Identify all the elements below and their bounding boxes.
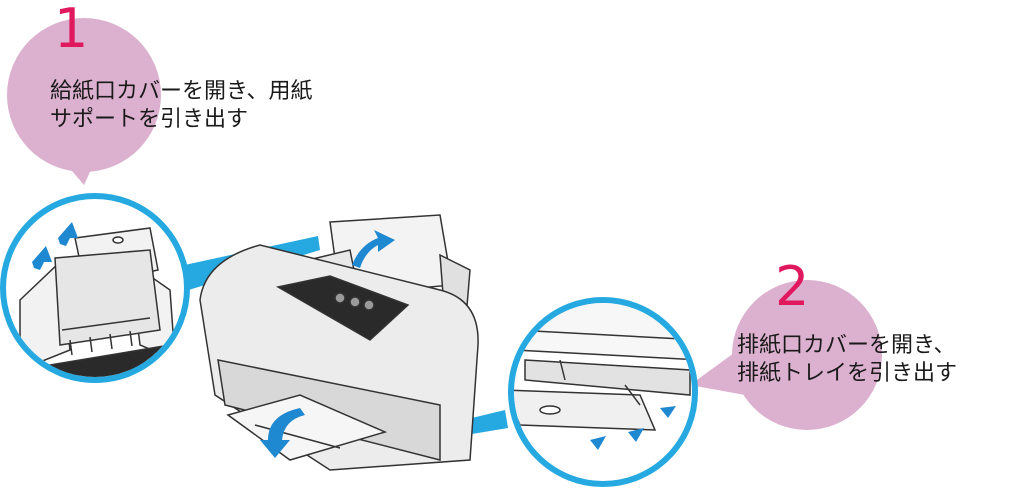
step2-number: 2 (775, 255, 810, 318)
step1-number: 1 (54, 0, 89, 60)
right-zoom-output-tray (508, 297, 698, 487)
step2-instruction: 排紙口カバーを開き、 排紙トレイを引き出す (737, 332, 957, 388)
pull-arrow-icon (590, 436, 606, 450)
step2-line2: 排紙トレイを引き出す (737, 361, 958, 386)
step2-line1: 排紙口カバーを開き、 (737, 333, 956, 358)
open-tray-arrow-icon (260, 408, 305, 458)
pull-arrow-icon (628, 428, 644, 442)
up-arrow-icon (32, 246, 52, 270)
printer-control-panel (275, 275, 410, 341)
up-arrow-icon (58, 222, 78, 246)
left-zoom-paper-support (0, 193, 190, 383)
step1-bubble (7, 18, 161, 185)
step1-line1: 給紙口カバーを開き、用紙 (50, 79, 313, 104)
pull-arrow-icon (660, 406, 676, 418)
printer (199, 214, 479, 471)
step2-bubble (690, 280, 882, 430)
step1-instruction: 給紙口カバーを開き、用紙 サポートを引き出す (50, 78, 312, 134)
open-cover-arrow-icon (352, 230, 395, 268)
step1-line2: サポートを引き出す (50, 107, 249, 132)
